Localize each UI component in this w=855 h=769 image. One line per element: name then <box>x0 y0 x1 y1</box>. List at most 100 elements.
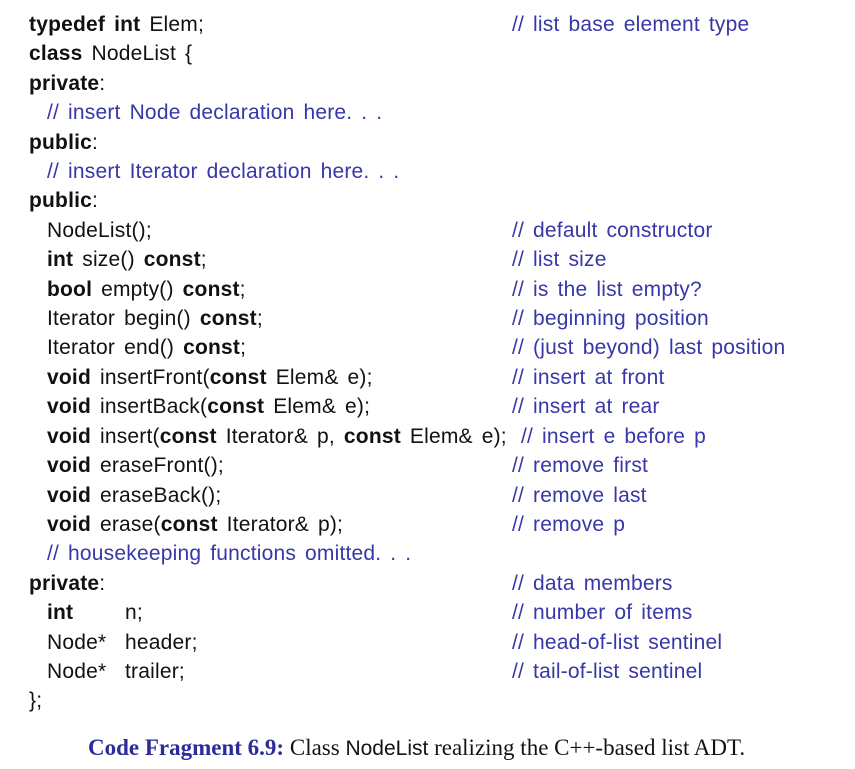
code-comment: // insert at rear <box>512 395 660 419</box>
code-segment <box>105 13 114 36</box>
code-line: Iterator end() const;// (just beyond) la… <box>0 333 855 362</box>
code-comment: // remove p <box>512 512 626 536</box>
inline-comment: // insert Iterator declaration here. . . <box>47 160 400 184</box>
code-line: Node*trailer;// tail-of-list sentinel <box>0 657 855 686</box>
code-segment: void <box>47 512 91 536</box>
code-text: public: <box>29 186 512 215</box>
code-comment: // data members <box>512 571 673 595</box>
code-line: }; <box>0 686 855 715</box>
code-text: typedef int Elem; <box>29 10 512 39</box>
code-segment: void <box>47 365 91 389</box>
code-line: bool empty() const;// is the list empty? <box>0 275 855 304</box>
code-segment: ; <box>240 336 247 360</box>
code-text: }; <box>29 686 512 715</box>
code-segment: header; <box>125 630 198 654</box>
code-line: private: <box>0 69 855 98</box>
code-comment: // beginning position <box>512 307 709 331</box>
code-segment: void <box>47 395 91 419</box>
code-line: private: // data members <box>0 569 855 598</box>
code-text: void erase(const Iterator& p); <box>47 510 512 539</box>
code-segment: n; <box>125 601 143 625</box>
code-segment: insertBack( <box>90 395 208 419</box>
code-line: public: <box>0 128 855 157</box>
code-segment: : <box>99 571 106 595</box>
code-segment: int <box>114 13 141 36</box>
code-segment: ; <box>200 248 207 272</box>
code-text: int size() const; <box>47 245 512 274</box>
code-comment: // tail-of-list sentinel <box>512 659 703 683</box>
code-segment: Iterator& p); <box>217 512 344 536</box>
code-segment: insert( <box>90 424 160 448</box>
code-comment: // list base element type <box>512 13 750 36</box>
code-segment: class <box>29 42 83 66</box>
code-comment: // list size <box>512 248 607 272</box>
code-text: class NodeList { <box>29 39 512 68</box>
code-segment: Iterator end() <box>47 336 184 360</box>
code-segment: : <box>92 189 99 213</box>
code-segment: NodeList { <box>82 42 193 66</box>
code-segment: trailer; <box>125 659 185 683</box>
code-text: private: <box>29 69 512 98</box>
code-comment: // is the list empty? <box>512 277 702 301</box>
code-segment: ; <box>256 307 263 331</box>
inline-comment: // housekeeping functions omitted. . . <box>47 542 412 566</box>
caption-label: Code Fragment 6.9: <box>88 734 285 760</box>
code-text: void insertFront(const Elem& e); <box>47 363 512 392</box>
code-segment: Iterator& p, <box>216 424 344 448</box>
code-line: Node*header;// head-of-list sentinel <box>0 628 855 657</box>
code-text: void eraseBack(); <box>47 481 512 510</box>
code-text: NodeList(); <box>47 216 512 245</box>
code-segment: const <box>159 424 217 448</box>
code-line: void insertFront(const Elem& e);// inser… <box>0 363 855 392</box>
code-line: void eraseFront(); // remove first <box>0 451 855 480</box>
code-text: void insertBack(const Elem& e); <box>47 392 512 421</box>
code-text: Iterator end() const; <box>47 333 512 362</box>
code-text: Node*header; <box>47 628 512 657</box>
code-comment: // number of items <box>512 601 693 625</box>
code-segment: ; <box>239 277 246 301</box>
code-segment: eraseFront(); <box>90 454 224 478</box>
code-line: typedef int Elem;// list base element ty… <box>0 10 855 39</box>
code-text: Node*trailer; <box>47 657 512 686</box>
code-line: void insert(const Iterator& p, const Ele… <box>0 422 855 451</box>
code-listing: typedef int Elem;// list base element ty… <box>0 10 855 715</box>
caption-text-post: realizing the C++-based list ADT. <box>428 734 746 760</box>
code-segment: Elem& e); <box>264 395 371 419</box>
code-text: // insert Node declaration here. . . <box>47 98 512 127</box>
code-text: // housekeeping functions omitted. . . <box>47 539 512 568</box>
code-line: public: <box>0 186 855 215</box>
code-line: // insert Iterator declaration here. . . <box>0 157 855 186</box>
code-segment: eraseBack(); <box>90 483 222 507</box>
code-text: public: <box>29 128 512 157</box>
caption-text-pre: Class <box>284 734 346 760</box>
code-text: bool empty() const; <box>47 275 512 304</box>
code-line: int size() const;// list size <box>0 245 855 274</box>
code-segment: private <box>29 571 100 595</box>
code-comment: // insert e before p <box>521 424 707 448</box>
code-segment: const <box>343 424 401 448</box>
code-line: // housekeeping functions omitted. . . <box>0 539 855 568</box>
code-comment: // default constructor <box>512 218 713 242</box>
code-text: Iterator begin() const; <box>47 304 512 333</box>
code-comment: // remove first <box>512 454 649 478</box>
code-comment: // head-of-list sentinel <box>512 630 723 654</box>
code-segment: void <box>47 424 91 448</box>
code-segment: erase( <box>90 512 161 536</box>
code-comment: // remove last <box>512 483 647 507</box>
code-line: NodeList();// default constructor <box>0 216 855 245</box>
code-line: void eraseBack();// remove last <box>0 481 855 510</box>
code-line: void erase(const Iterator& p);// remove … <box>0 510 855 539</box>
code-segment: empty() <box>92 277 183 301</box>
code-segment: int <box>47 248 74 272</box>
figure-caption: Code Fragment 6.9: Class NodeList realiz… <box>0 733 855 764</box>
code-segment: const <box>183 336 241 360</box>
code-segment: public <box>29 189 93 213</box>
code-segment: const <box>199 307 257 331</box>
code-segment: const <box>209 365 267 389</box>
caption-class-name: NodeList <box>345 736 429 760</box>
code-segment: void <box>47 454 91 478</box>
code-segment: bool <box>47 277 93 301</box>
code-segment: }; <box>29 689 43 713</box>
